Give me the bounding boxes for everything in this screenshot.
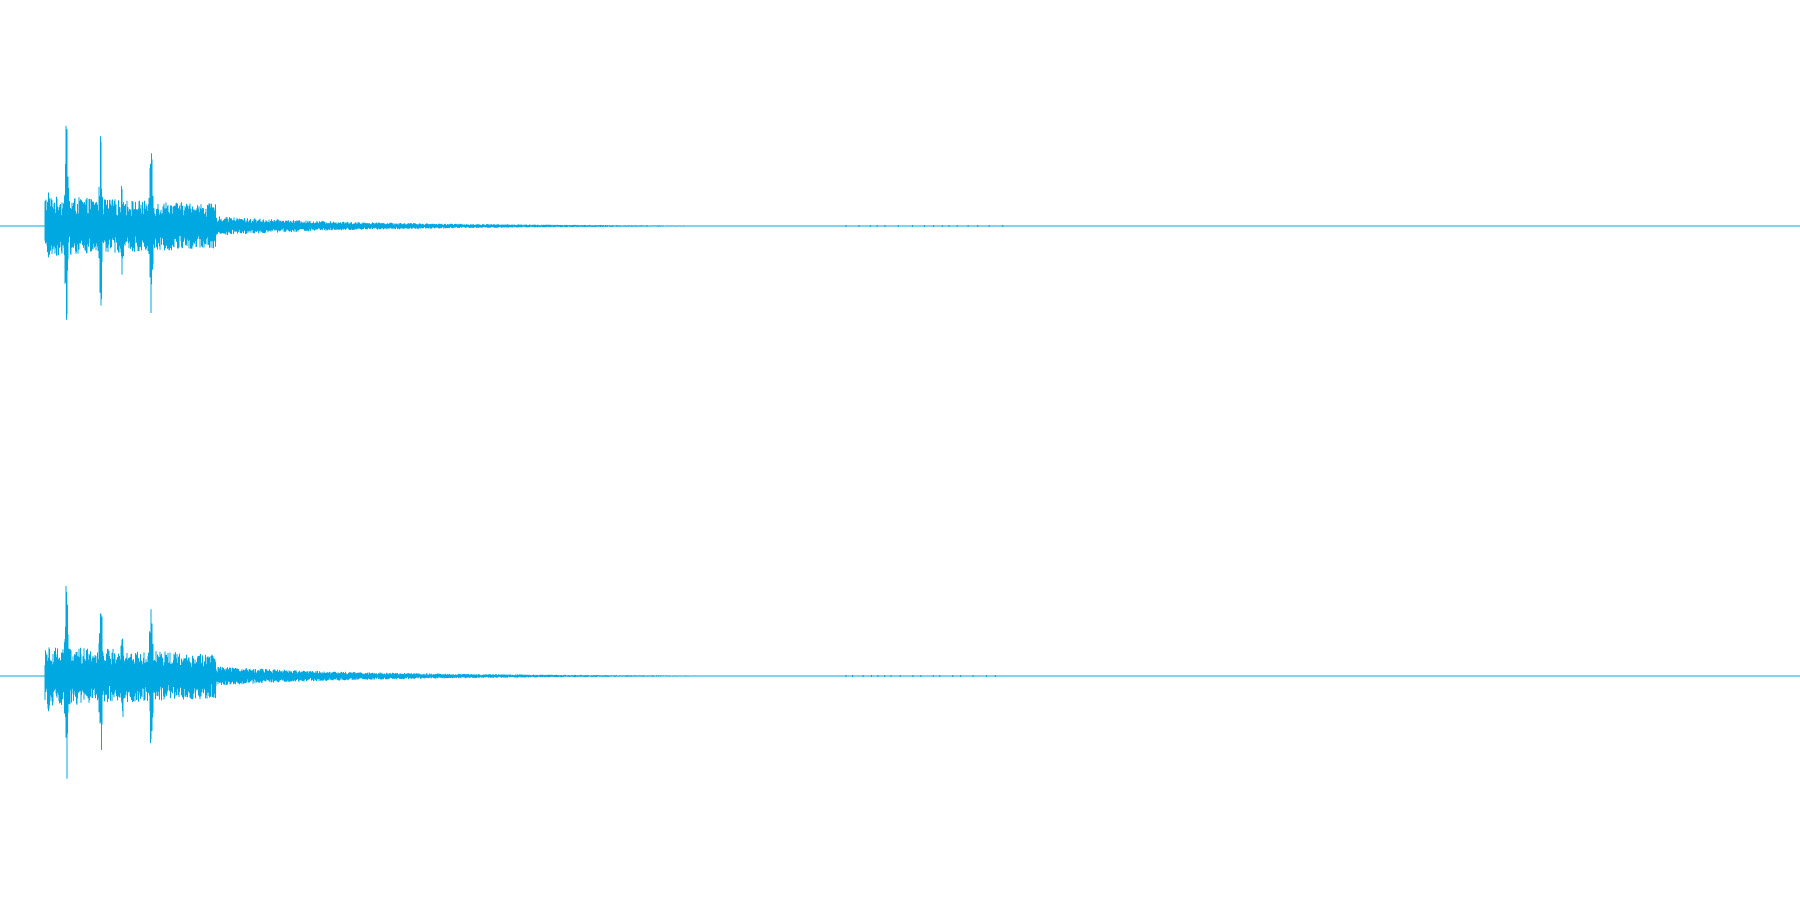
channel-1-waveform: [44, 125, 1004, 320]
waveform-channel-1[interactable]: [0, 125, 1800, 320]
channel-2-waveform: [44, 586, 996, 779]
waveform-channel-2[interactable]: [0, 586, 1800, 779]
